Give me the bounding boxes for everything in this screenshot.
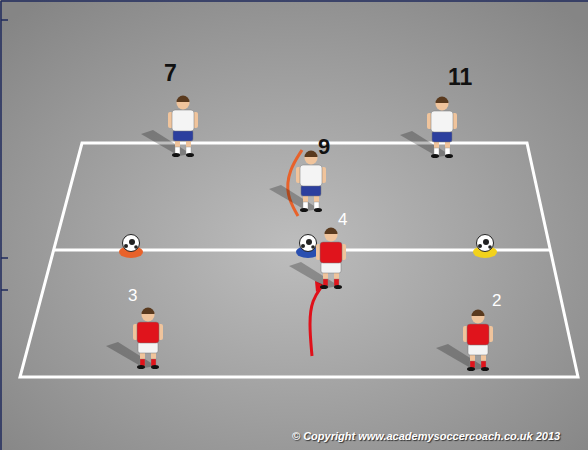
ball-patch [134, 245, 138, 249]
hair [325, 228, 338, 235]
copyright-watermark-text: © Copyright www.academysoccercoach.co.uk… [292, 430, 560, 442]
red-player [106, 308, 163, 370]
boot [320, 285, 328, 289]
shorts [138, 342, 158, 353]
sock [314, 202, 319, 209]
shorts [173, 130, 193, 141]
player-number-text: 9 [318, 134, 330, 159]
sock [151, 359, 156, 366]
boot [431, 154, 439, 158]
ball-patch [478, 244, 482, 248]
boot [314, 208, 322, 212]
head [472, 311, 485, 324]
sock [481, 361, 486, 368]
sock [175, 147, 180, 154]
shirt [467, 324, 489, 345]
player-number: 2 [492, 291, 501, 311]
boot [172, 153, 180, 157]
sock [323, 279, 328, 286]
boot [334, 285, 342, 289]
run-arrow [310, 286, 322, 356]
sock [434, 148, 439, 155]
player-number-text: 7 [164, 60, 177, 86]
pitch-lines [20, 143, 578, 377]
shorts [321, 262, 341, 273]
shirt [320, 242, 342, 263]
hair [142, 308, 155, 315]
ball-patch [129, 239, 135, 245]
ball [477, 235, 494, 252]
ball [300, 235, 317, 252]
ball-patch [306, 239, 312, 245]
hair [177, 96, 190, 102]
shirt [172, 110, 194, 131]
red-player [289, 228, 346, 290]
boot [467, 367, 475, 371]
cone-with-ball [473, 235, 497, 259]
cones [119, 235, 497, 259]
red-player [436, 310, 493, 372]
head [305, 152, 318, 165]
shirt [431, 111, 453, 132]
boot [137, 365, 145, 369]
shorts [468, 344, 488, 355]
ball-patch [311, 245, 315, 249]
boot [481, 367, 489, 371]
shorts [432, 131, 452, 142]
player-number: 11 [448, 64, 472, 91]
hair [472, 310, 485, 317]
ball [123, 235, 140, 252]
sock [186, 147, 191, 154]
head [325, 229, 338, 242]
player-number: 4 [338, 210, 347, 230]
hair [436, 97, 449, 104]
white-player [400, 97, 457, 159]
player-number: 9 [318, 134, 330, 160]
sock [303, 202, 308, 209]
ball-patch [124, 244, 128, 248]
white-player [141, 96, 198, 157]
boot [151, 365, 159, 369]
player-number: 7 [164, 60, 177, 87]
head [142, 309, 155, 322]
sock [445, 148, 450, 155]
boot [300, 208, 308, 212]
boot [186, 153, 194, 157]
player-number-text: 11 [448, 64, 472, 90]
players [106, 96, 493, 372]
sock [140, 359, 145, 366]
head [436, 98, 449, 111]
ball-patch [301, 244, 305, 248]
boot [445, 154, 453, 158]
ball-patch [488, 245, 492, 249]
shirt [137, 322, 159, 343]
white-player [269, 151, 326, 213]
player-number-text: 2 [492, 291, 501, 310]
sock [334, 279, 339, 286]
sock [470, 361, 475, 368]
head [177, 97, 190, 110]
shorts [301, 185, 321, 196]
shirt [300, 165, 322, 186]
player-number: 3 [128, 286, 137, 306]
ball-patch [483, 239, 489, 245]
player-number-text: 4 [338, 210, 347, 229]
hair [305, 151, 318, 158]
copyright-watermark: © Copyright www.academysoccercoach.co.uk… [292, 430, 560, 442]
cone-with-ball [119, 235, 143, 259]
player-number-text: 3 [128, 286, 137, 305]
